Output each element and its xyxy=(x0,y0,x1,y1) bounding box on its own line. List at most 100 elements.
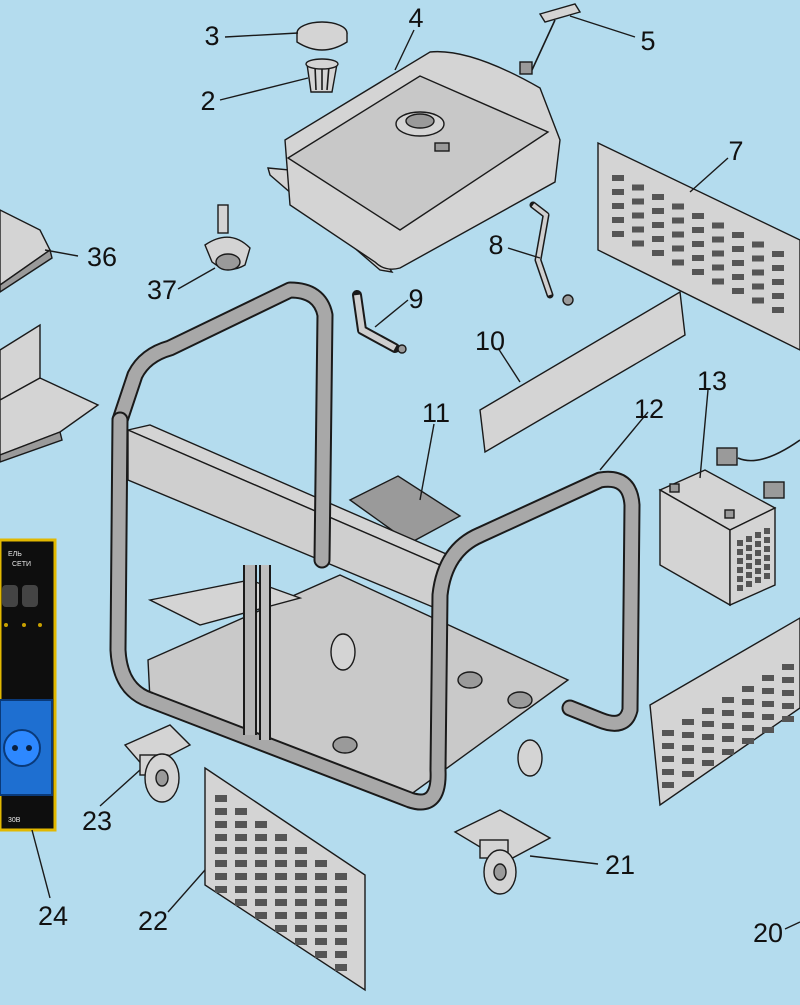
louver-slot xyxy=(335,964,347,971)
louver-slot xyxy=(772,251,784,257)
part-24-control-panel xyxy=(0,538,57,832)
callout-24: 24 xyxy=(38,901,68,931)
louver-slot xyxy=(335,873,347,880)
callout-21: 21 xyxy=(605,850,635,880)
battery-vent xyxy=(764,573,770,579)
louver-slot xyxy=(295,873,307,880)
louver-slot xyxy=(682,719,694,725)
louver-slot xyxy=(652,236,664,242)
part-5-fuel-gauge xyxy=(519,3,582,75)
louver-slot xyxy=(732,288,744,294)
louver-slot xyxy=(702,721,714,727)
louver-slot xyxy=(255,899,267,906)
louver-slot xyxy=(742,725,754,731)
part-20-side-panel xyxy=(649,617,800,807)
battery-vent xyxy=(764,546,770,552)
louver-slot xyxy=(255,834,267,841)
battery-vent xyxy=(737,549,743,555)
louver-slot xyxy=(235,899,247,906)
louver-slot xyxy=(275,860,287,867)
louver-slot xyxy=(702,747,714,753)
louver-slot xyxy=(275,886,287,893)
louver-slot xyxy=(215,873,227,880)
callout-20: 20 xyxy=(753,918,783,948)
battery-vent xyxy=(755,568,761,574)
louver-slot xyxy=(742,686,754,692)
louver-slot xyxy=(652,194,664,200)
louver-slot xyxy=(682,758,694,764)
louver-slot xyxy=(215,795,227,802)
callout-12: 12 xyxy=(634,394,664,424)
callout-13: 13 xyxy=(697,366,727,396)
part-13-battery xyxy=(658,469,777,607)
louver-slot xyxy=(295,938,307,945)
louver-slot xyxy=(612,217,624,223)
louver-slot xyxy=(662,756,674,762)
battery-vent xyxy=(746,536,752,542)
louver-slot xyxy=(782,716,794,722)
louver-slot xyxy=(652,222,664,228)
battery-vent xyxy=(746,545,752,551)
callout-11: 11 xyxy=(422,398,450,428)
louver-slot xyxy=(682,771,694,777)
battery-vent xyxy=(755,550,761,556)
louver-slot xyxy=(702,734,714,740)
louver-slot xyxy=(722,710,734,716)
louver-slot xyxy=(295,847,307,854)
louver-slot xyxy=(215,834,227,841)
louver-slot xyxy=(712,250,724,257)
louver-slot xyxy=(722,723,734,729)
louver-slot xyxy=(752,269,764,276)
louver-slot xyxy=(275,899,287,906)
leader-lines xyxy=(31,15,800,930)
louver-slot xyxy=(315,899,327,906)
louver-slot xyxy=(712,264,724,271)
part-3-fuel-cap xyxy=(296,21,348,51)
louver-slot xyxy=(612,189,624,195)
louver-slot xyxy=(255,860,267,867)
louver-slot xyxy=(632,184,644,191)
louver-slot xyxy=(255,847,267,854)
part-11-insulation-pad xyxy=(348,475,462,544)
part-36-plate xyxy=(0,209,53,293)
louver-slot xyxy=(772,307,784,313)
louver-slot xyxy=(295,912,307,919)
louver-slot xyxy=(752,241,764,248)
louver-slot xyxy=(742,712,754,718)
louver-slot xyxy=(215,860,227,867)
louver-slot xyxy=(335,938,347,945)
louver-slot xyxy=(742,699,754,705)
louver-slot xyxy=(682,732,694,738)
callout-10: 10 xyxy=(475,326,505,356)
louver-slot xyxy=(632,240,644,247)
louver-slot xyxy=(215,886,227,893)
louver-slot xyxy=(662,769,674,775)
louver-slot xyxy=(732,274,744,280)
louver-slot xyxy=(702,708,714,714)
louver-slot xyxy=(275,834,287,841)
battery-vent xyxy=(755,541,761,547)
louver-slot xyxy=(652,250,664,256)
callout-36: 36 xyxy=(87,242,117,272)
louver-slot xyxy=(335,886,347,893)
louver-slot xyxy=(672,231,684,238)
part-2-fuel-strainer xyxy=(305,58,339,93)
part-23-wheel xyxy=(123,724,192,803)
callout-37: 37 xyxy=(147,275,177,305)
callout-5: 5 xyxy=(640,26,655,56)
louver-slot xyxy=(762,675,774,681)
louver-slot xyxy=(742,738,754,744)
louver-slot xyxy=(315,873,327,880)
battery-vent xyxy=(737,585,743,591)
louver-slot xyxy=(255,873,267,880)
louver-slot xyxy=(215,821,227,828)
louver-slot xyxy=(712,222,724,229)
louver-slot xyxy=(722,736,734,742)
louver-slot xyxy=(235,886,247,893)
part-10-cover-plate xyxy=(479,290,686,454)
louver-slot xyxy=(295,899,307,906)
louver-slot xyxy=(732,246,744,252)
louver-slot xyxy=(632,212,644,219)
louver-slot xyxy=(702,760,714,766)
louver-slot xyxy=(752,297,764,304)
